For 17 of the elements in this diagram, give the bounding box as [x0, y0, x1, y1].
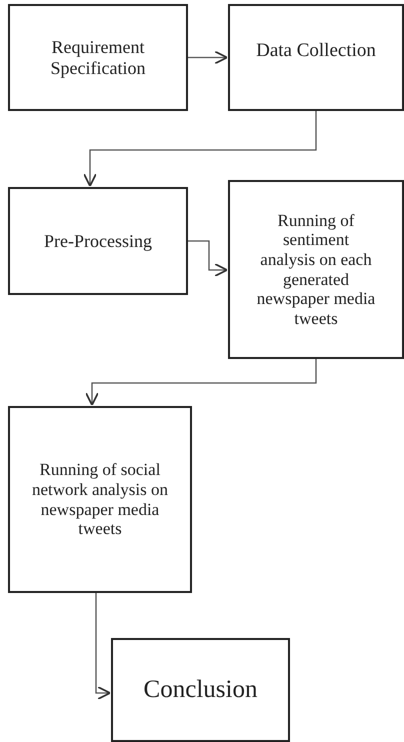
arrow — [188, 50, 228, 64]
box-label: Requirement Specification — [50, 36, 146, 78]
box-label: Running of social network analysis on newspaper media tweets — [31, 460, 169, 539]
arrow — [188, 240, 228, 277]
box-label: Data Collection — [256, 40, 376, 62]
box-label: Running of sentiment analysis on each generated newspaper media tweets — [256, 210, 376, 328]
process-box — [8, 187, 188, 295]
process-box — [228, 4, 404, 111]
process-box — [111, 638, 290, 742]
box-label: Conclusion — [144, 676, 258, 704]
arrow — [83, 111, 317, 187]
process-box — [228, 180, 404, 359]
box-label: Pre-Processing — [44, 230, 152, 252]
process-box — [8, 4, 188, 111]
process-box — [8, 406, 192, 593]
arrow — [85, 359, 317, 406]
arrow — [95, 593, 111, 700]
